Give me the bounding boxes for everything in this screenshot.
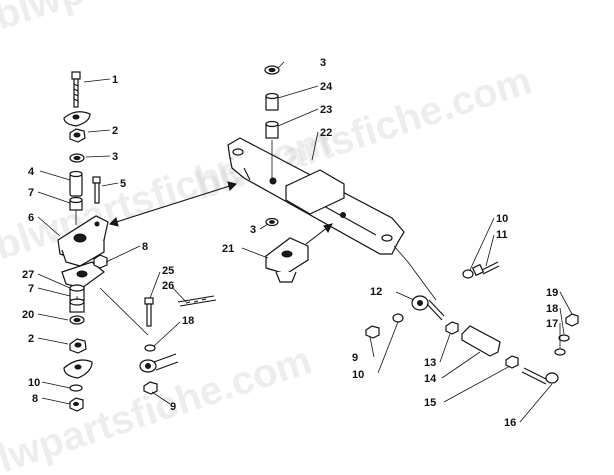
right-tie-rod-assembly	[365, 245, 579, 385]
callout-8: 8	[142, 241, 148, 253]
rod-end-part-12	[411, 295, 445, 321]
callout-10-right: 10	[496, 213, 508, 225]
callout-14: 14	[424, 373, 437, 385]
callout-1: 1	[112, 74, 118, 86]
callout-20: 20	[22, 309, 34, 321]
callout-7-lower: 7	[28, 283, 34, 295]
bushing-part-23	[265, 120, 279, 139]
callout-8-lower: 8	[32, 393, 38, 405]
washer-part-17	[554, 348, 566, 356]
bolt-part-25	[144, 297, 154, 327]
callout-17: 17	[546, 318, 558, 330]
callout-6: 6	[28, 212, 34, 224]
callout-10-lower: 10	[352, 369, 364, 381]
leader-lines	[37, 61, 573, 423]
left-mount-stack	[57, 71, 109, 412]
washer-part-3-top	[69, 153, 85, 163]
callout-26: 26	[162, 280, 174, 292]
callout-3-top: 3	[320, 57, 326, 69]
nut-part-15	[505, 355, 519, 369]
bolt-part-5	[92, 176, 101, 204]
nut-part-8-lower	[69, 397, 84, 412]
nut-part-13	[445, 321, 459, 335]
washer-part-10-lower	[392, 313, 404, 323]
callout-4: 4	[28, 166, 35, 178]
tie-rod-link	[99, 287, 217, 395]
callout-19: 19	[546, 287, 558, 299]
nut-part-8-upper	[93, 254, 108, 269]
callout-3-center: 3	[250, 224, 256, 236]
callout-18-right: 18	[546, 303, 558, 315]
watermark-text-1: blwpartsfiche.com	[0, 0, 337, 39]
bushing-part-7-top	[69, 196, 83, 211]
rod-end-part-16	[521, 367, 559, 385]
pin-part-26	[177, 295, 217, 307]
nut-part-9-right	[365, 325, 380, 339]
callout-2-lower: 2	[28, 333, 34, 345]
washer-part-20	[69, 315, 85, 325]
lower-plate	[61, 261, 105, 289]
callout-21: 21	[222, 243, 234, 255]
base-plate	[63, 359, 93, 379]
callout-27: 27	[22, 269, 34, 281]
callout-12: 12	[370, 286, 382, 298]
spacer-part-4	[69, 170, 83, 197]
nut-part-2-top	[69, 128, 86, 143]
callout-22: 22	[320, 127, 332, 139]
nut-part-9-mid	[143, 381, 158, 395]
mount-part-6	[57, 215, 109, 267]
washer-part-10-right	[462, 269, 474, 279]
nut-part-19	[565, 313, 579, 327]
washer-part-3-under-beam	[265, 217, 279, 227]
washer-part-10-left	[69, 384, 83, 392]
assembly-arrows	[109, 181, 333, 245]
washer-plate	[63, 111, 91, 127]
callout-3: 3	[112, 151, 118, 163]
callout-11: 11	[496, 229, 508, 241]
callout-9-right: 9	[352, 352, 358, 364]
callout-15: 15	[424, 397, 436, 409]
callout-23: 23	[320, 104, 332, 116]
washer-part-3-top-center	[264, 65, 280, 75]
callout-13: 13	[424, 357, 436, 369]
callout-25: 25	[162, 265, 174, 277]
top-hardware-stack	[264, 65, 280, 178]
spacer-part-20	[69, 298, 85, 313]
callout-24: 24	[320, 81, 333, 93]
callout-9: 9	[170, 401, 176, 413]
callout-10: 10	[28, 377, 40, 389]
washer-part-18-right	[558, 334, 570, 342]
bolt-part-11	[471, 261, 500, 277]
callout-16: 16	[504, 417, 516, 429]
spacer-part-24	[265, 92, 279, 111]
callout-5: 5	[120, 178, 126, 190]
nut-part-2-lower	[69, 338, 87, 354]
callout-18: 18	[182, 315, 194, 327]
bolt-part-1	[71, 71, 81, 108]
callout-labels: 1 2 3 4 5 7 6 8 27 7 20 2 10 8 25 26 18 …	[22, 57, 558, 429]
watermark-text-4: blwpartsfiche.com	[0, 338, 317, 475]
sleeve-part-14	[461, 325, 501, 357]
callout-2: 2	[112, 125, 118, 137]
mount-part-21	[265, 237, 309, 283]
callout-7: 7	[28, 187, 34, 199]
rod-end-link	[139, 353, 179, 373]
washer-part-18-mid	[144, 344, 156, 352]
